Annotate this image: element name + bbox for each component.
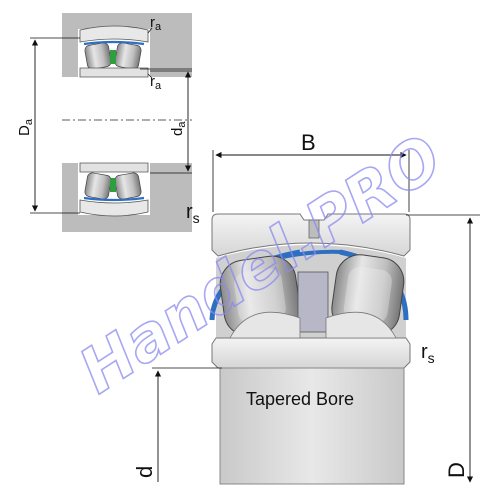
seal-bottom — [110, 178, 116, 192]
cage-top — [83, 40, 145, 46]
inner-rib-right — [325, 311, 397, 339]
inner-ring — [211, 337, 411, 369]
ra-top-label: ra — [150, 14, 162, 33]
bearing-main-view: B Tapered Bore D — [132, 130, 480, 485]
roller-top-right — [114, 42, 142, 70]
seal-top — [110, 50, 116, 64]
roller-top-left — [84, 42, 112, 70]
top-bearing-section — [78, 25, 150, 79]
housing-section-view: ra ra Da da — [16, 13, 192, 232]
bottom-bearing-section — [78, 162, 150, 217]
outer-ring-top — [79, 25, 149, 43]
tapered-bore-label: Tapered Bore — [246, 389, 354, 409]
inner-ring-top — [79, 67, 149, 78]
B-label: B — [301, 130, 316, 155]
lube-hole — [308, 219, 320, 239]
inner-rib-left — [229, 311, 301, 339]
Da-label: Da — [16, 118, 35, 136]
outer-ring-bottom — [79, 199, 149, 217]
roller-bottom-left — [84, 172, 112, 200]
bore — [219, 367, 405, 485]
cage-bottom — [83, 196, 145, 202]
inner-ring-bottom — [79, 162, 149, 173]
D-label: D — [444, 462, 469, 478]
da-label: da — [169, 121, 188, 136]
ra-bottom-label: ra — [150, 73, 162, 92]
rs-left-label: rs — [186, 201, 200, 226]
d-label: d — [132, 466, 157, 478]
roller-bottom-right — [114, 172, 142, 200]
rs-right-label: rs — [421, 341, 435, 366]
guide-ring — [297, 271, 329, 333]
